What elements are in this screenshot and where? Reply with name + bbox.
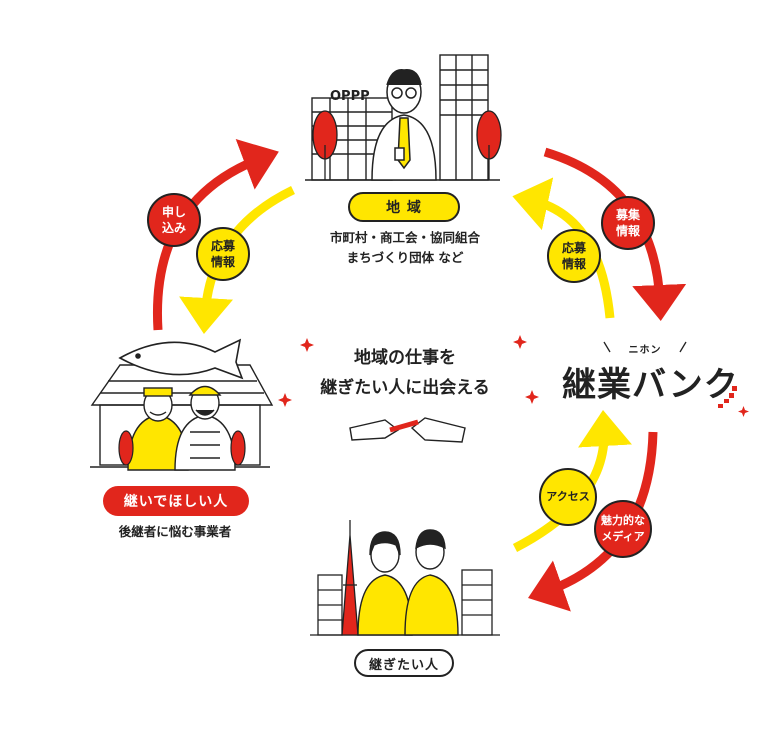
badge-info-right-line1: 応募 [561,241,586,255]
man-with-tie-icon [371,69,437,181]
badge-info-right: 応募 情報 [547,229,601,283]
shopkeeper-icon [174,385,236,471]
fish-icon [118,430,134,466]
logo-name: 継業バンク [562,365,739,405]
tree-icon [476,110,502,180]
node-desc-region-2: まちづくり団体 など [346,250,464,265]
center-message-line1: 地域の仕事を [354,348,456,368]
handshake-icon [349,417,466,443]
badge-recruit-line2: 情報 [615,224,640,238]
center-message: 地域の仕事を 継ぎたい人に出会える [300,343,510,403]
badge-info-right-line2: 情報 [561,257,586,271]
svg-text:OPPP: OPPP [330,89,370,104]
shopkeeper-icon [127,387,189,471]
badge-apply: 申し 込み [147,193,201,247]
badge-recruit-line1: 募集 [615,208,640,222]
badge-info-left-line2: 情報 [210,255,235,269]
badge-access: アクセス [539,468,597,526]
tree-icon [312,110,338,180]
logo-kana-slashes [603,341,687,353]
badge-info-left-line1: 応募 [210,239,235,253]
node-desc-region-1: 市町村・商工会・協同組合 [329,230,480,245]
tokyo-tower-icon [341,520,359,636]
node-desc-successor-wanted: 後継者に悩む事業者 [118,524,232,539]
sparkle-icon [278,335,749,417]
fish-icon [230,430,246,466]
node-label-successor-wanted: 継いでほしい人 [103,486,249,516]
badge-recruit: 募集 情報 [601,196,655,250]
node-label-want-to-inherit: 継ぎたい人 [354,649,454,677]
center-message-line2: 継ぎたい人に出会える [320,378,490,398]
badge-media-line2: メディア [601,530,645,543]
fish-icon [118,338,244,380]
badge-media: 魅力的な メディア [594,500,652,558]
young-people-icon [357,529,459,636]
badge-info-left: 応募 情報 [196,227,250,281]
badge-apply-line1: 申し [161,205,186,219]
badge-media-line1: 魅力的な [601,514,645,527]
node-label-region: 地 域 [348,192,460,222]
logo-kana: ニホン [628,345,662,356]
badge-access-line1: アクセス [546,490,590,503]
badge-apply-line2: 込み [161,221,186,235]
japan-map-icon [718,386,737,408]
